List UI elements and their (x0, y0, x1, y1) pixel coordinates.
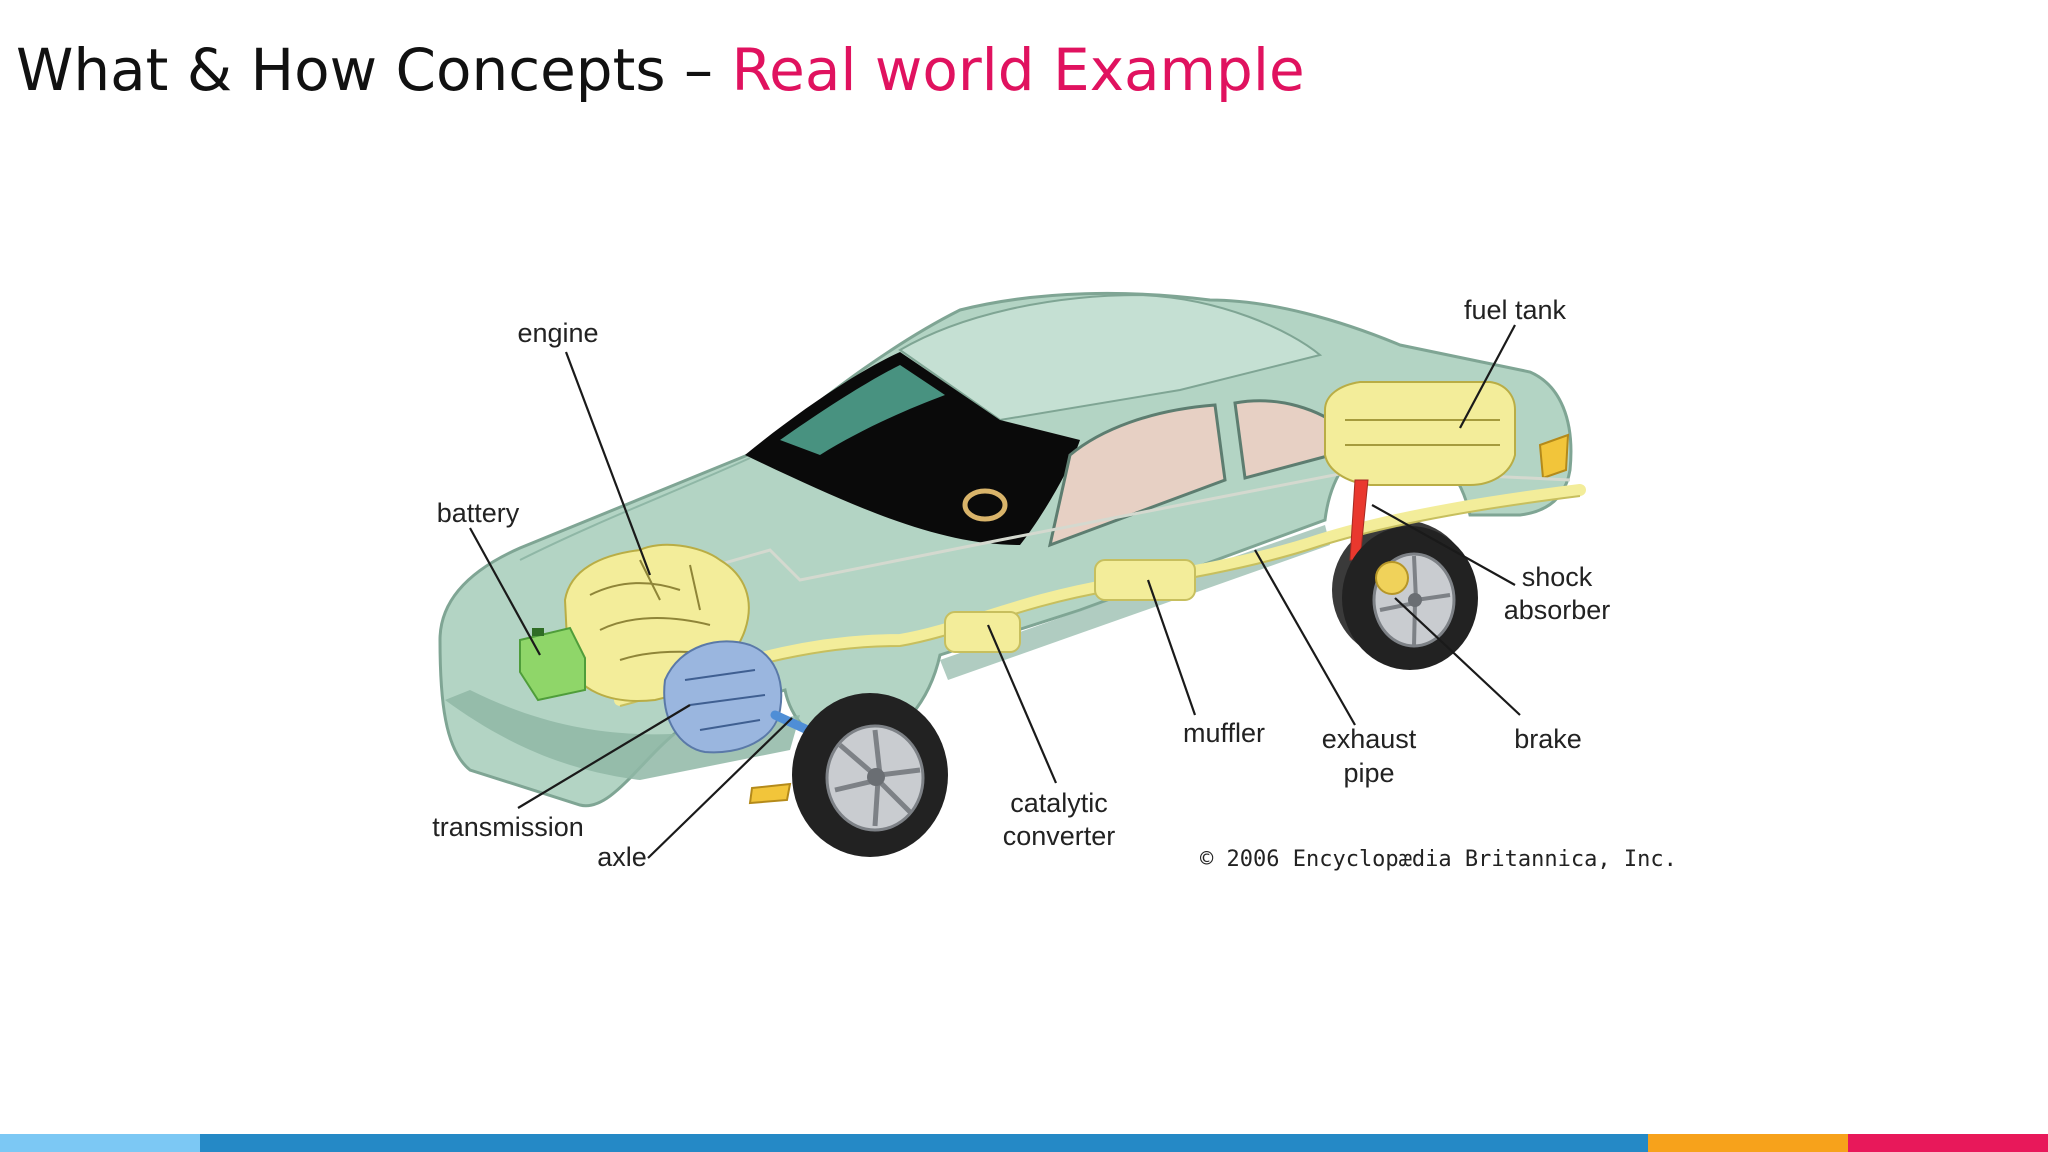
label-transmission: transmission (432, 812, 584, 842)
body-lower-shade (445, 690, 800, 780)
windshield (745, 352, 1080, 545)
footer-segment-blue (200, 1134, 1648, 1152)
label-exhaust-1: exhaust (1322, 724, 1417, 754)
label-shock-2: absorber (1504, 595, 1611, 625)
brake-leader (1394, 597, 1521, 716)
catalytic-converter-part (944, 611, 1021, 653)
transmission-leader (517, 704, 691, 809)
engine-leader (564, 351, 652, 576)
leader-lines (469, 324, 1521, 859)
label-muffler: muffler (1183, 718, 1265, 748)
footer-color-bar (0, 1134, 2048, 1152)
label-exhaust-2: pipe (1343, 758, 1394, 788)
rear-wheel (1342, 526, 1478, 670)
windshield-reflection (780, 365, 945, 455)
battery-terminal (532, 628, 544, 636)
catalytic-converter-leader (986, 624, 1058, 784)
headlight (748, 782, 792, 805)
car-roof (898, 293, 1323, 422)
label-shock-1: shock (1522, 562, 1593, 592)
axle-leader (647, 717, 793, 859)
footer-segment-orange (1648, 1134, 1848, 1152)
front-side-window (1047, 403, 1227, 548)
tail-light (1538, 433, 1570, 480)
fuel-tank-assembly (1324, 381, 1516, 561)
muffler-part (1094, 559, 1196, 601)
hood-crease (519, 457, 751, 561)
label-axle: axle (597, 842, 647, 872)
transmission-part (663, 640, 783, 754)
label-engine: engine (517, 318, 598, 348)
transmission-detail (684, 669, 766, 731)
muffler-leader (1146, 579, 1197, 716)
title-main: What & How Concepts – (16, 36, 732, 104)
exhaust-pipe-leader (1254, 549, 1356, 726)
fuel-tank-detail (1345, 419, 1500, 446)
label-catalytic-2: converter (1003, 821, 1116, 851)
front-wheel (792, 693, 948, 857)
slide-title: What & How Concepts – Real world Example (16, 30, 1305, 110)
label-fuel-tank: fuel tank (1464, 295, 1567, 325)
steering-wheel (962, 488, 1008, 522)
copyright-credit: © 2006 Encyclopædia Britannica, Inc. (1200, 847, 1677, 872)
label-catalytic-1: catalytic (1010, 788, 1108, 818)
part-labels: engine battery transmission axle catalyt… (432, 295, 1677, 872)
footer-segment-pink (1848, 1134, 2048, 1152)
fuel-tank-part (1324, 381, 1516, 486)
title-accent: Real world Example (731, 36, 1305, 104)
battery-leader (469, 527, 541, 656)
fuel-tank-leader (1459, 324, 1516, 429)
footer-segment-light-blue (0, 1134, 200, 1152)
brake-caliper-part (1375, 561, 1409, 595)
label-battery: battery (437, 498, 520, 528)
label-brake: brake (1514, 724, 1582, 754)
engine-detail (589, 559, 721, 661)
shock-absorber-leader (1371, 504, 1516, 586)
